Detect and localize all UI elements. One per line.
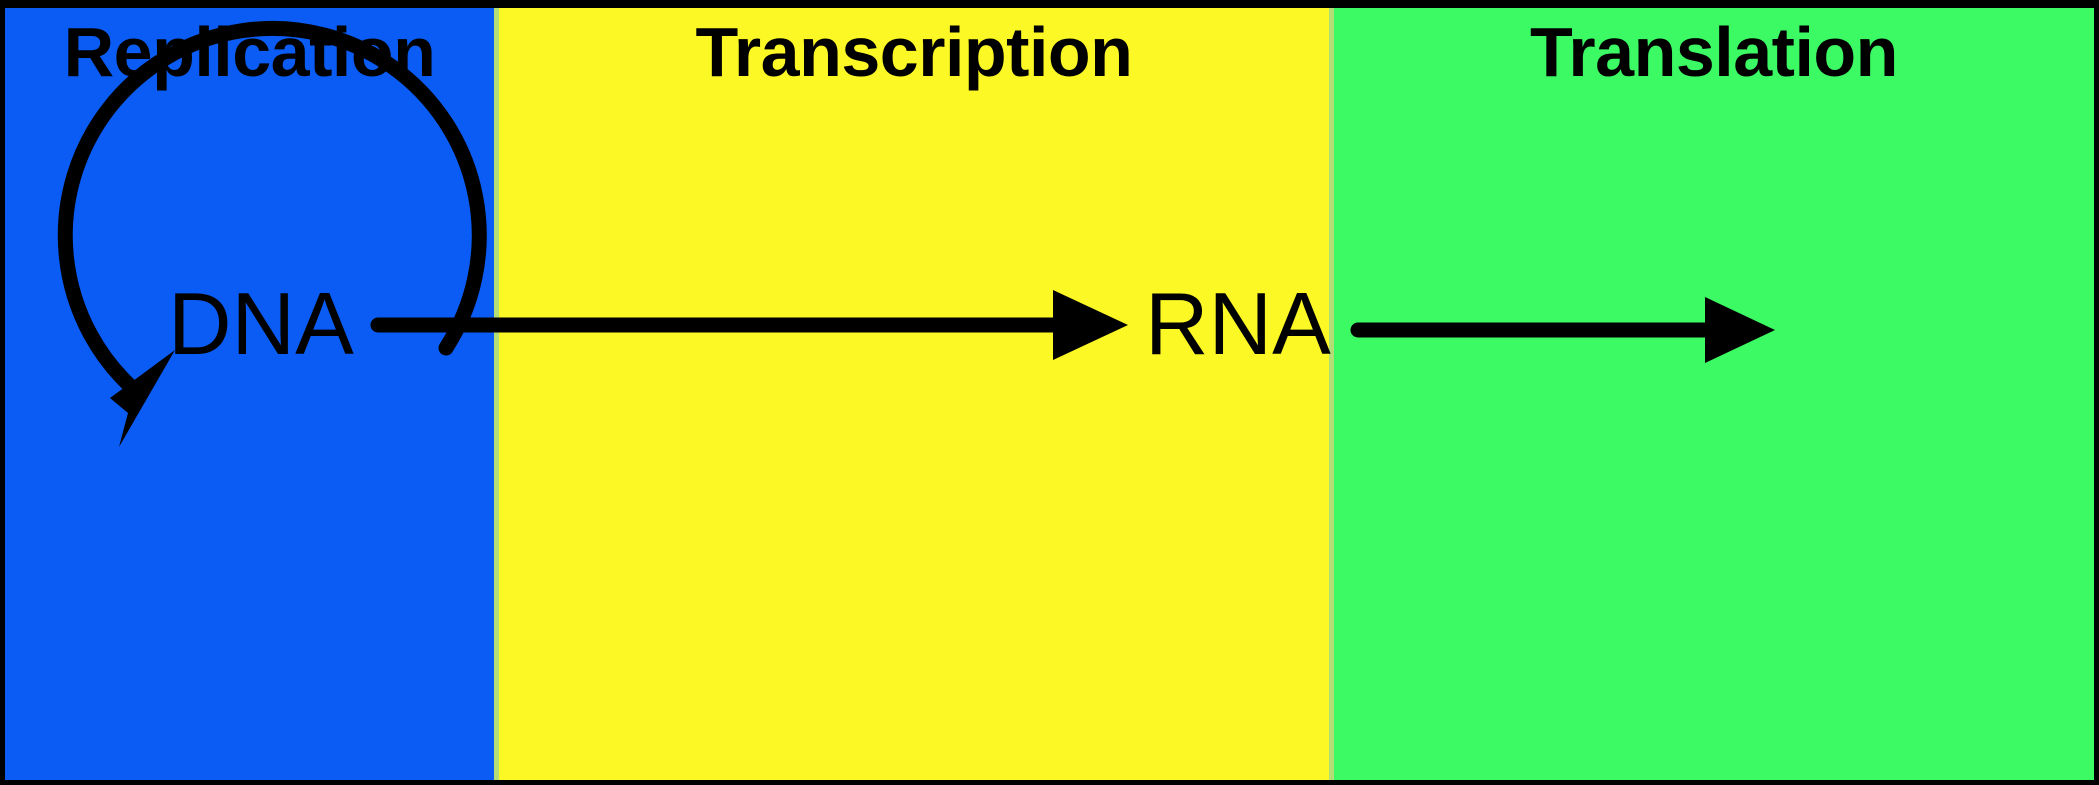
panel-translation[interactable] bbox=[1334, 8, 2094, 780]
node-label-rna: RNA bbox=[1145, 274, 1331, 373]
panel-title-transcription: Transcription bbox=[695, 13, 1133, 91]
panel-divider-right bbox=[1329, 8, 1334, 780]
panel-transcription[interactable] bbox=[499, 8, 1329, 780]
panel-title-translation: Translation bbox=[1530, 13, 1898, 91]
node-label-dna: DNA bbox=[168, 274, 354, 373]
panel-replication[interactable] bbox=[5, 8, 494, 780]
panel-title-replication: Replication bbox=[63, 13, 436, 91]
panel-divider-left bbox=[494, 8, 499, 780]
